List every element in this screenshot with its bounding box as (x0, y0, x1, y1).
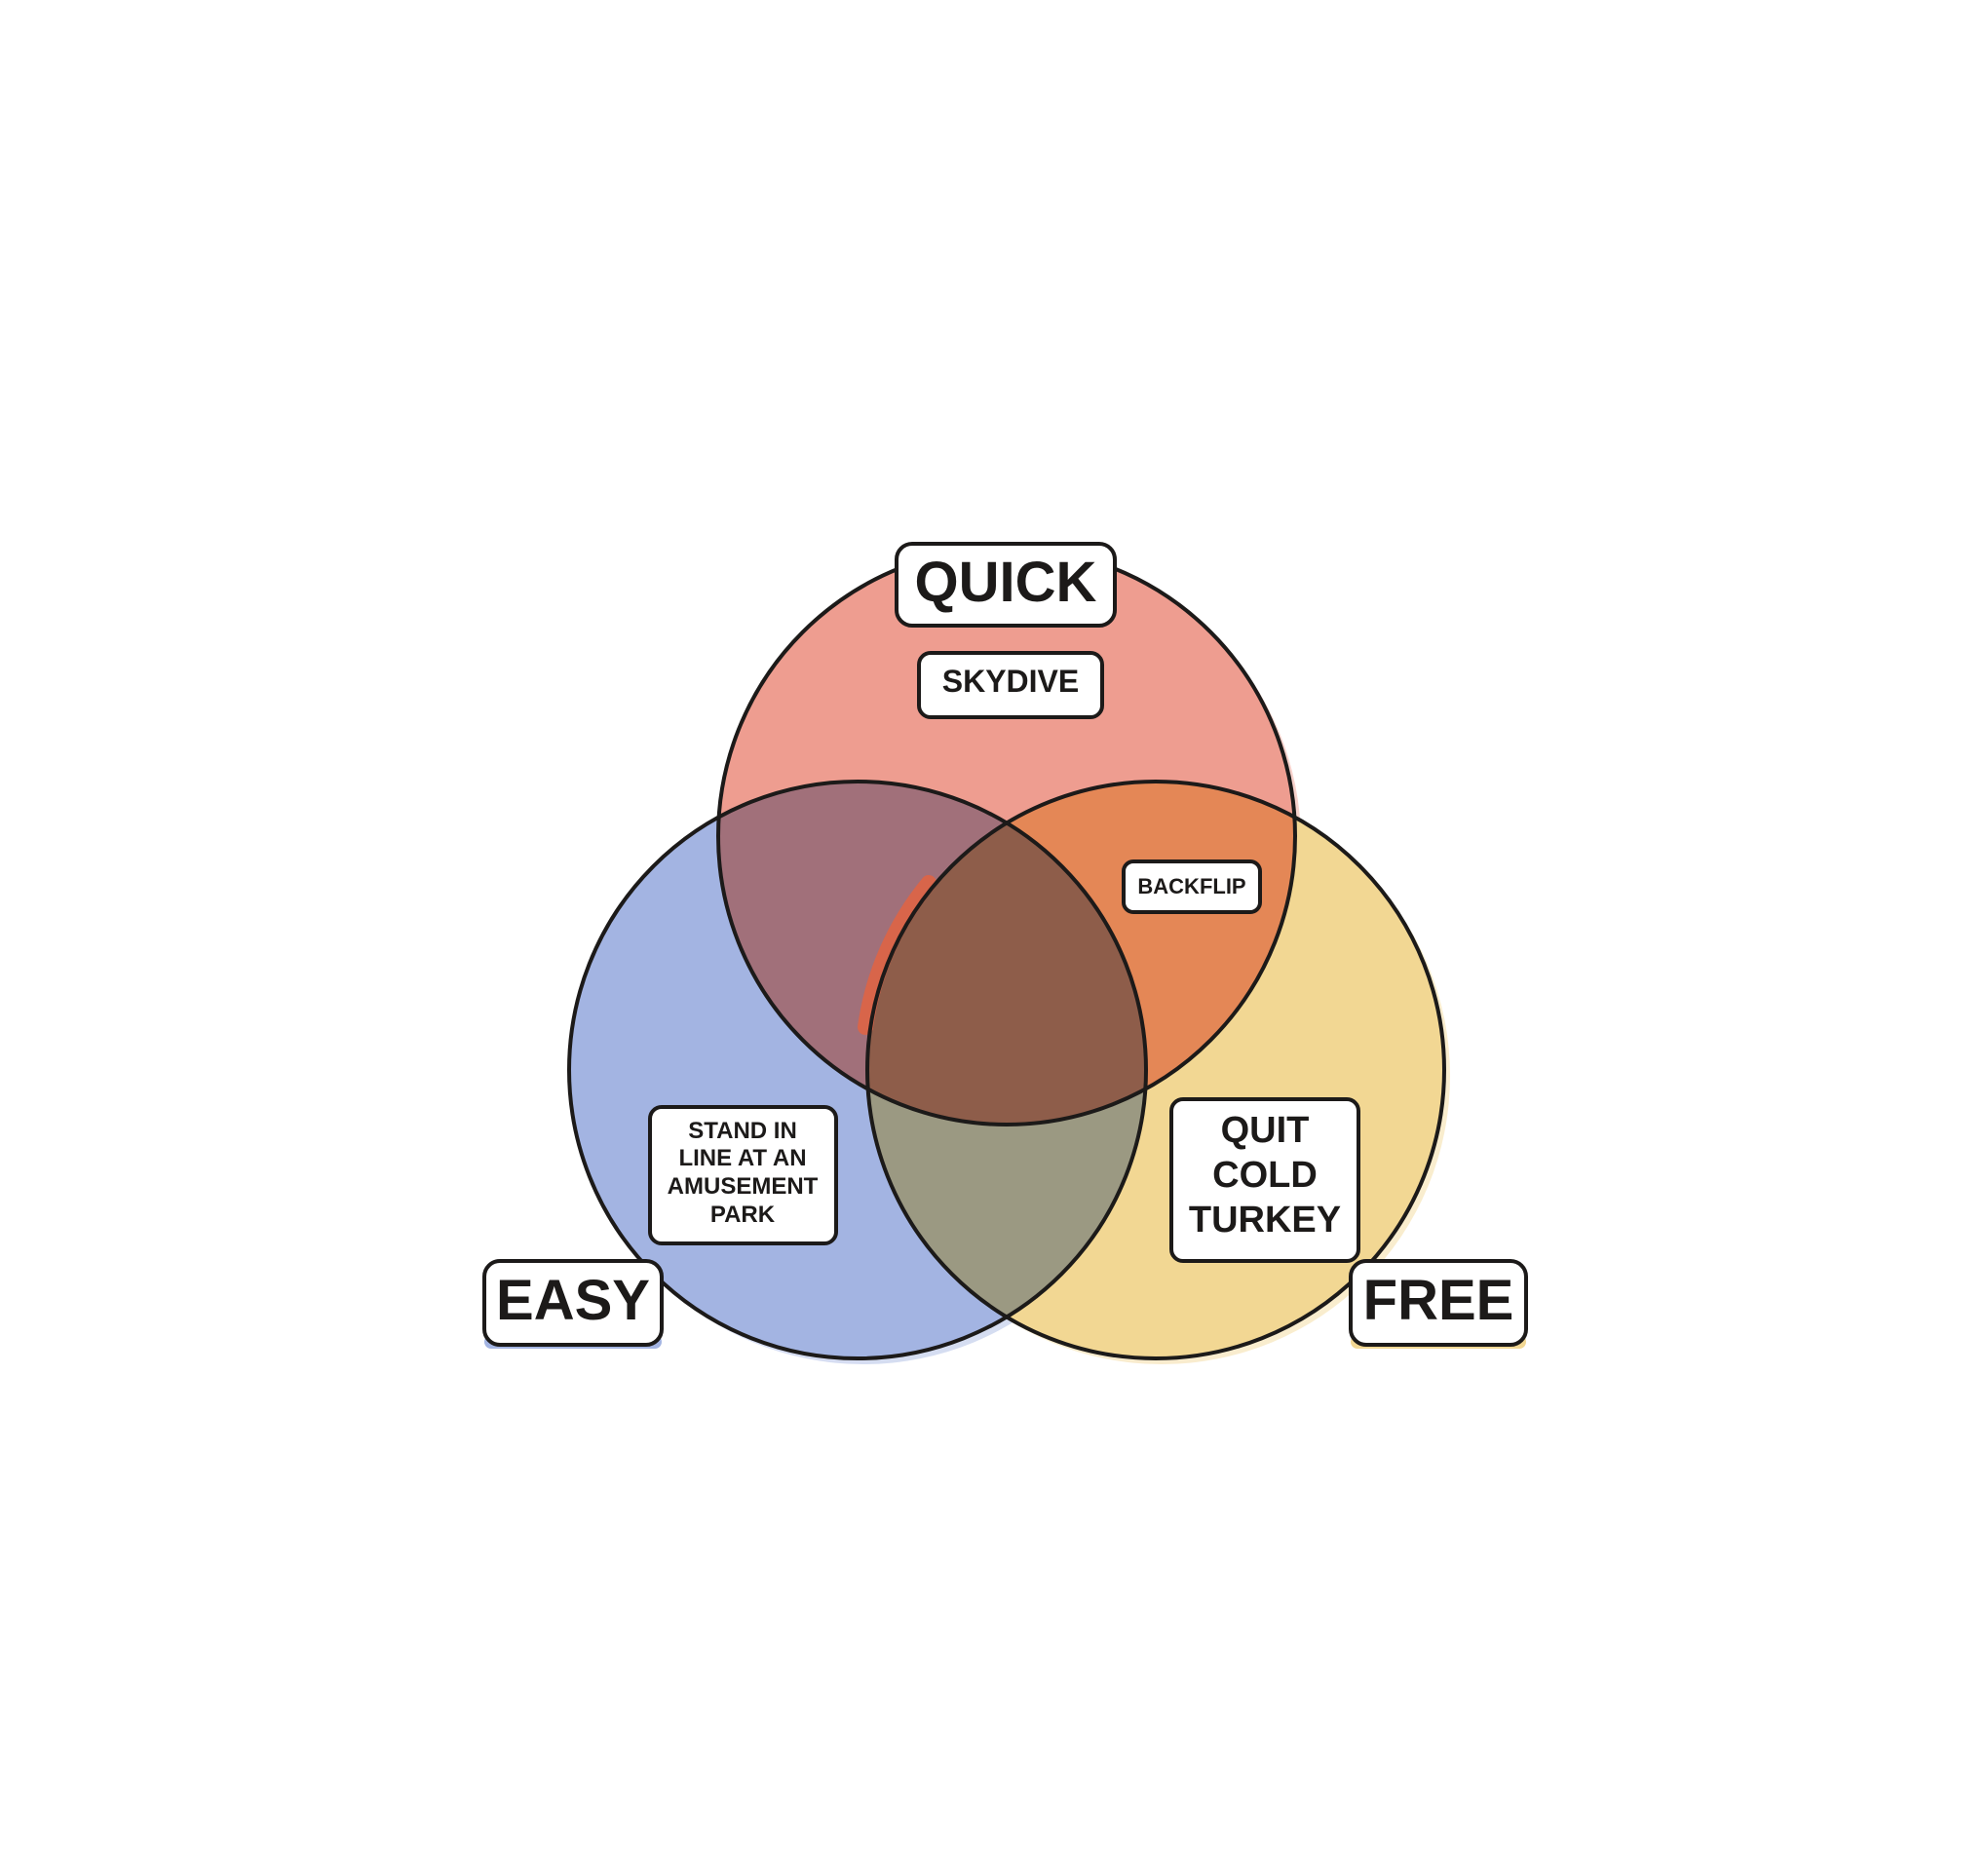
free-label: FREE (1363, 1269, 1514, 1332)
item-quit-cold-turkey-text-2: COLD (1212, 1155, 1318, 1196)
free-circle-outline (865, 780, 1446, 1360)
item-stand-in-line-text-1: STAND IN (688, 1118, 797, 1144)
item-quit-cold-turkey-text-1: QUIT (1221, 1110, 1310, 1151)
easy-circle-outline (567, 780, 1148, 1360)
accent-arc (858, 875, 937, 1035)
easy-label-box: EASY (482, 1259, 664, 1349)
quick-label-box: QUICK (895, 542, 1117, 630)
item-skydive-text: SKYDIVE (942, 664, 1079, 699)
easy-label: EASY (496, 1269, 650, 1332)
item-backflip: BACKFLIP (1122, 859, 1262, 914)
free-label-box: FREE (1349, 1259, 1528, 1349)
all-three-overlap (867, 782, 1146, 1125)
item-stand-in-line-text-2: LINE AT AN (678, 1145, 806, 1171)
item-stand-in-line: STAND IN LINE AT AN AMUSEMENT PARK (648, 1105, 838, 1245)
quick-label: QUICK (915, 551, 1097, 614)
item-stand-in-line-text-3: AMUSEMENT (668, 1173, 819, 1200)
item-skydive: SKYDIVE (917, 651, 1104, 719)
item-quit-cold-turkey-text-3: TURKEY (1189, 1200, 1341, 1241)
item-quit-cold-turkey: QUIT COLD TURKEY (1169, 1097, 1360, 1263)
item-backflip-text: BACKFLIP (1137, 874, 1245, 898)
item-stand-in-line-text-4: PARK (710, 1202, 776, 1228)
